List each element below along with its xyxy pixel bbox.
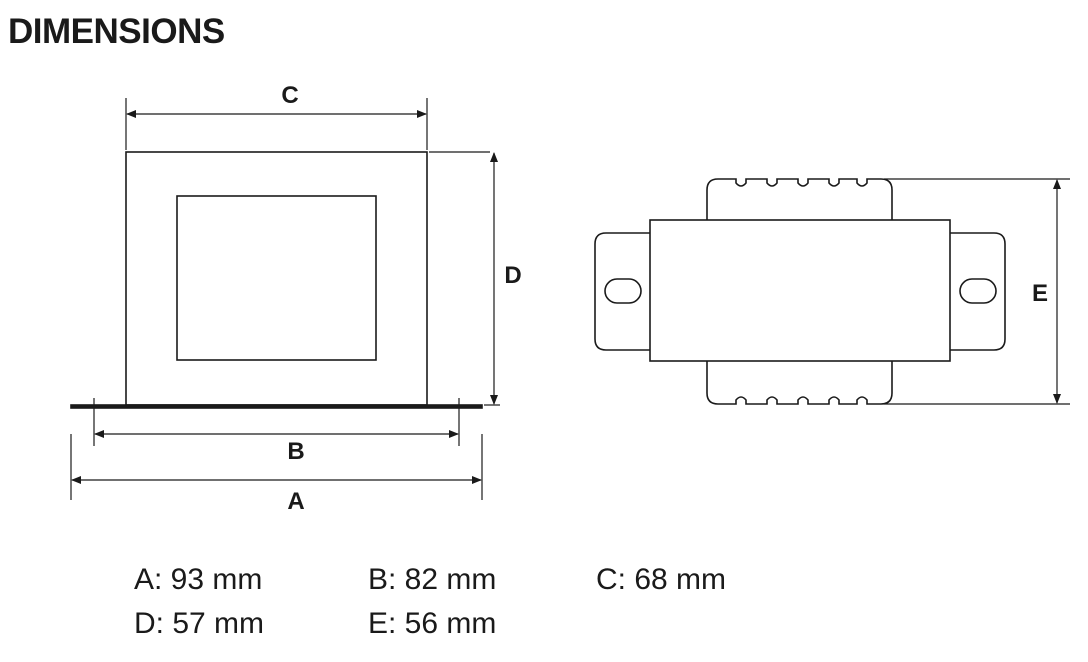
dimension-a	[70, 434, 483, 500]
front-view	[70, 151, 483, 409]
dimension-e	[884, 178, 1070, 405]
front-body	[125, 151, 428, 406]
dimension-d	[429, 151, 500, 406]
label-d: D	[504, 262, 521, 289]
label-a: A	[287, 488, 304, 515]
front-window	[176, 195, 377, 361]
bottom-coil	[706, 361, 893, 405]
label-c: C	[281, 82, 298, 109]
dimension-c	[125, 98, 428, 150]
label-b: B	[287, 438, 304, 465]
left-mounting-slot	[604, 278, 642, 304]
top-coil	[706, 178, 893, 220]
dimension-b	[93, 398, 460, 446]
top-core-body	[649, 219, 951, 362]
top-view	[594, 178, 1006, 405]
front-base-plate	[70, 404, 483, 409]
right-mounting-slot	[959, 278, 997, 304]
page-title: DIMENSIONS	[8, 12, 225, 51]
label-e: E	[1032, 280, 1048, 307]
